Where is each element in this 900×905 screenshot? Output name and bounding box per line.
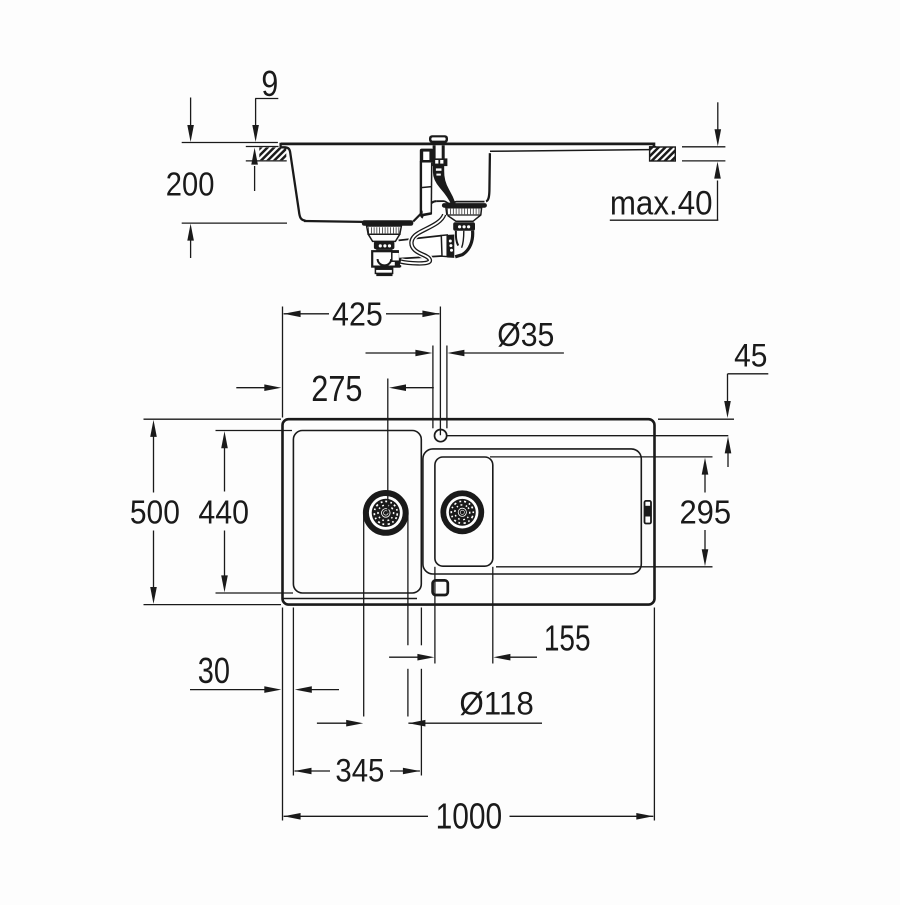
svg-text:30: 30 — [198, 650, 230, 691]
svg-text:345: 345 — [335, 752, 384, 788]
svg-text:155: 155 — [544, 617, 591, 658]
svg-text:425: 425 — [332, 296, 383, 333]
svg-text:500: 500 — [130, 494, 180, 531]
svg-text:440: 440 — [198, 494, 249, 531]
svg-text:Ø35: Ø35 — [497, 316, 554, 353]
svg-text:max.40: max.40 — [610, 184, 713, 222]
svg-text:275: 275 — [311, 368, 362, 409]
svg-text:45: 45 — [734, 338, 767, 374]
svg-text:1000: 1000 — [436, 796, 503, 837]
svg-text:200: 200 — [166, 166, 215, 203]
svg-text:9: 9 — [261, 63, 278, 104]
svg-text:Ø118: Ø118 — [459, 686, 534, 722]
svg-text:295: 295 — [679, 493, 731, 530]
